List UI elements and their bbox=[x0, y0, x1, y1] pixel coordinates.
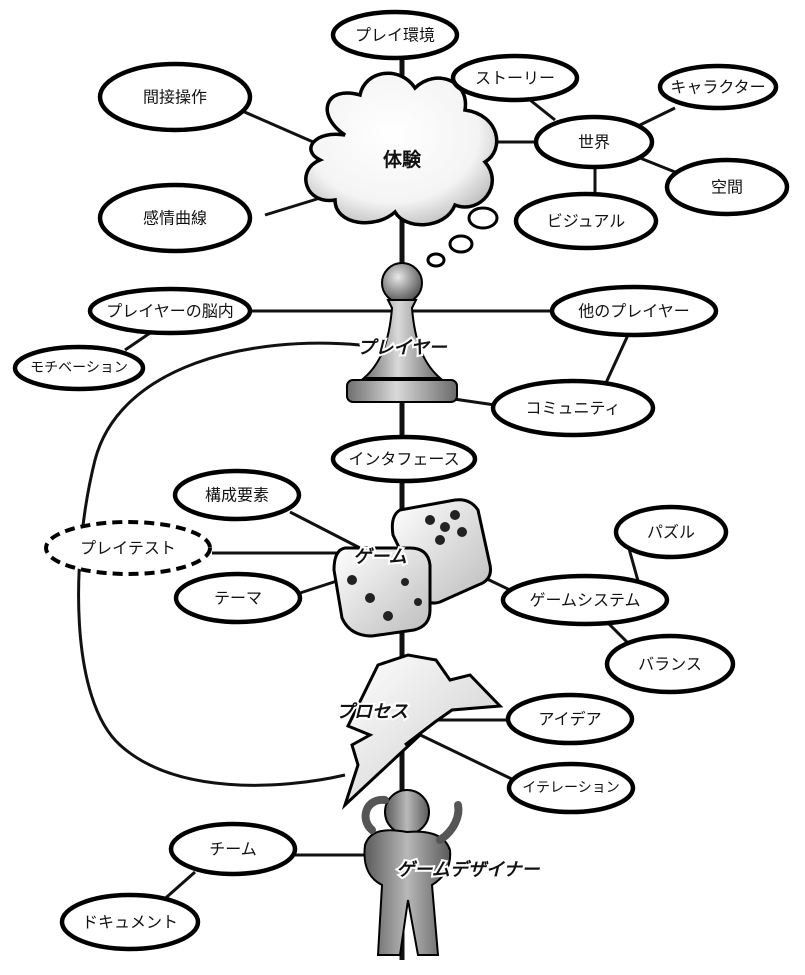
process-bolt: プロセス bbox=[334, 653, 504, 811]
node-puzzle: パズル bbox=[613, 504, 729, 560]
node-iteration: イテレーション bbox=[506, 761, 636, 815]
story-label: ストーリー bbox=[475, 69, 555, 88]
edge-motivation bbox=[124, 331, 151, 352]
edge-character bbox=[639, 106, 676, 127]
node-community: コミュニティ bbox=[490, 378, 656, 438]
node-interface: インタフェース bbox=[330, 434, 478, 484]
document-label: ドキュメント bbox=[82, 913, 178, 932]
player-mind-label: プレイヤーの脳内 bbox=[106, 302, 234, 321]
edge-indirect-control bbox=[239, 108, 321, 147]
character-label: キャラクター bbox=[670, 78, 765, 97]
node-idea: アイデア bbox=[505, 692, 635, 746]
node-theme: テーマ bbox=[173, 571, 303, 625]
indirect-control-label: 間接操作 bbox=[143, 88, 207, 107]
node-components: 構成要素 bbox=[172, 468, 302, 522]
node-indirect-control: 間接操作 bbox=[97, 61, 253, 133]
interface-label: インタフェース bbox=[348, 450, 459, 469]
node-emotion-curve: 感情曲線 bbox=[97, 182, 253, 254]
edge-iteration bbox=[409, 728, 519, 784]
node-play-environment: プレイ環境 bbox=[330, 9, 460, 61]
iteration-label: イテレーション bbox=[522, 780, 619, 796]
space-label: 空間 bbox=[711, 178, 743, 197]
node-balance: バランス bbox=[604, 633, 736, 695]
experience-label: 体験 bbox=[383, 148, 422, 171]
edge-theme bbox=[299, 578, 341, 595]
theme-label: テーマ bbox=[214, 589, 262, 608]
idea-label: アイデア bbox=[538, 710, 601, 729]
node-playtest: プレイテスト bbox=[44, 520, 212, 576]
edge-space bbox=[639, 156, 676, 174]
node-team: チーム bbox=[168, 821, 298, 877]
team-label: チーム bbox=[209, 840, 257, 859]
thought-bubbles bbox=[426, 206, 499, 268]
node-space: 空間 bbox=[664, 157, 790, 217]
node-visual: ビジュアル bbox=[513, 191, 659, 251]
edge-other-community bbox=[603, 334, 630, 386]
node-player-mind: プレイヤーの脳内 bbox=[87, 286, 253, 336]
player-label: プレイヤー bbox=[357, 338, 447, 359]
game-dice: ゲーム bbox=[332, 498, 492, 638]
node-game-system: ゲームシステム bbox=[500, 573, 670, 627]
edge-game-system bbox=[484, 576, 511, 592]
puzzle-label: パズル bbox=[647, 523, 695, 542]
designer-label: ゲームデザイナー bbox=[396, 860, 540, 881]
visual-label: ビジュアル bbox=[547, 212, 625, 231]
game-system-label: ゲームシステム bbox=[529, 591, 640, 610]
edge-components bbox=[289, 510, 361, 550]
edge-playtest-loop bbox=[77, 341, 361, 787]
node-character: キャラクター bbox=[657, 63, 779, 111]
experience-cloud: 体験 bbox=[304, 71, 499, 227]
player-pawn: プレイヤー bbox=[346, 262, 458, 403]
community-label: コミュニティ bbox=[525, 399, 620, 418]
balance-label: バランス bbox=[638, 655, 702, 674]
node-document: ドキュメント bbox=[59, 892, 201, 952]
node-story: ストーリー bbox=[450, 53, 580, 103]
node-world: 世界 bbox=[533, 114, 655, 170]
components-label: 構成要素 bbox=[205, 486, 269, 505]
other-players-label: 他のプレイヤー bbox=[578, 302, 690, 321]
game-label: ゲーム bbox=[353, 547, 406, 568]
world-label: 世界 bbox=[578, 133, 610, 152]
node-other-players: 他のプレイヤー bbox=[549, 284, 719, 338]
emotion-curve-label: 感情曲線 bbox=[143, 209, 207, 228]
motivation-label: モチベーション bbox=[30, 360, 128, 376]
play-environment-label: プレイ環境 bbox=[355, 26, 435, 45]
process-label: プロセス bbox=[336, 702, 408, 723]
node-motivation: モチベーション bbox=[12, 344, 146, 392]
playtest-label: プレイテスト bbox=[80, 539, 176, 558]
designer-figure: ゲームデザイナー bbox=[361, 789, 543, 956]
edge-story bbox=[529, 98, 556, 122]
